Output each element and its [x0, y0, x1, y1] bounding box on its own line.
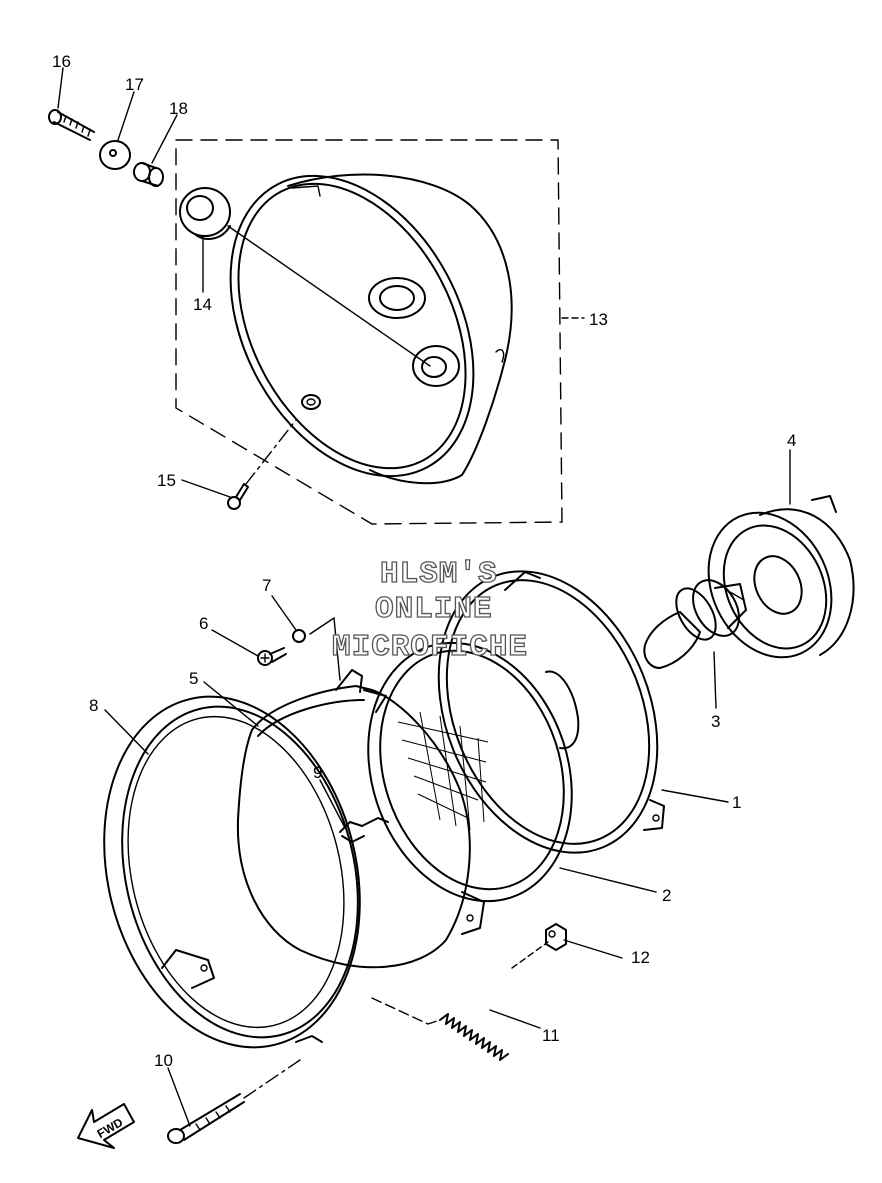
washer-part-17	[99, 140, 131, 170]
callout-9: 9	[313, 763, 322, 782]
assembly-dashed-boundary	[175, 139, 563, 525]
nut-part-12	[545, 923, 567, 951]
callout-18: 18	[169, 99, 188, 118]
watermark-line-1: HLSM'S	[380, 557, 498, 592]
rim-part-8	[103, 695, 361, 1049]
callout-6: 6	[199, 614, 208, 633]
callout-12: 12	[631, 948, 650, 967]
callout-leaders	[57, 67, 791, 1127]
callout-2: 2	[662, 886, 671, 905]
callout-1: 1	[732, 793, 741, 812]
screw-part-6	[257, 647, 287, 666]
grommet-part-14	[179, 187, 231, 240]
watermark-line-3: MICROFICHE	[332, 630, 528, 665]
collar-part-18	[133, 162, 164, 187]
callout-17: 17	[125, 75, 144, 94]
screw-part-10	[167, 1059, 301, 1144]
callout-10: 10	[154, 1051, 173, 1070]
headlight-housing-shell	[229, 173, 513, 485]
callout-labels: 1 2 3 4 5 6 7 8 9 10 11 12 13 14 15 16 1…	[52, 52, 796, 1070]
callout-4: 4	[787, 431, 796, 450]
callout-13: 13	[589, 310, 608, 329]
reflector-body-part-1	[437, 570, 665, 854]
washer-part-7	[292, 616, 341, 681]
housing-assembly-group	[175, 139, 585, 525]
rim-spring-dashed-connector	[371, 997, 441, 1025]
bolt-part-16	[48, 109, 95, 141]
callout-7: 7	[262, 576, 271, 595]
fwd-arrow-icon: FWD	[77, 1103, 135, 1149]
assembly-axis-line	[227, 225, 431, 367]
callout-5: 5	[189, 669, 198, 688]
bulb-socket-part-4	[707, 495, 855, 659]
callout-14: 14	[193, 295, 212, 314]
headlight-case-part-5	[236, 669, 485, 969]
spring-part-11	[439, 941, 549, 1061]
watermark: HLSM'S ONLINE MICROFICHE	[331, 556, 528, 665]
callout-3: 3	[711, 712, 720, 731]
watermark-line-2: ONLINE	[375, 592, 493, 627]
callout-8: 8	[89, 696, 98, 715]
screw-part-15	[227, 419, 297, 510]
callout-16: 16	[52, 52, 71, 71]
bulb-part-3	[643, 579, 747, 669]
callout-15: 15	[157, 471, 176, 490]
callout-11: 11	[542, 1026, 560, 1045]
lens-unit-part-2	[367, 641, 573, 903]
